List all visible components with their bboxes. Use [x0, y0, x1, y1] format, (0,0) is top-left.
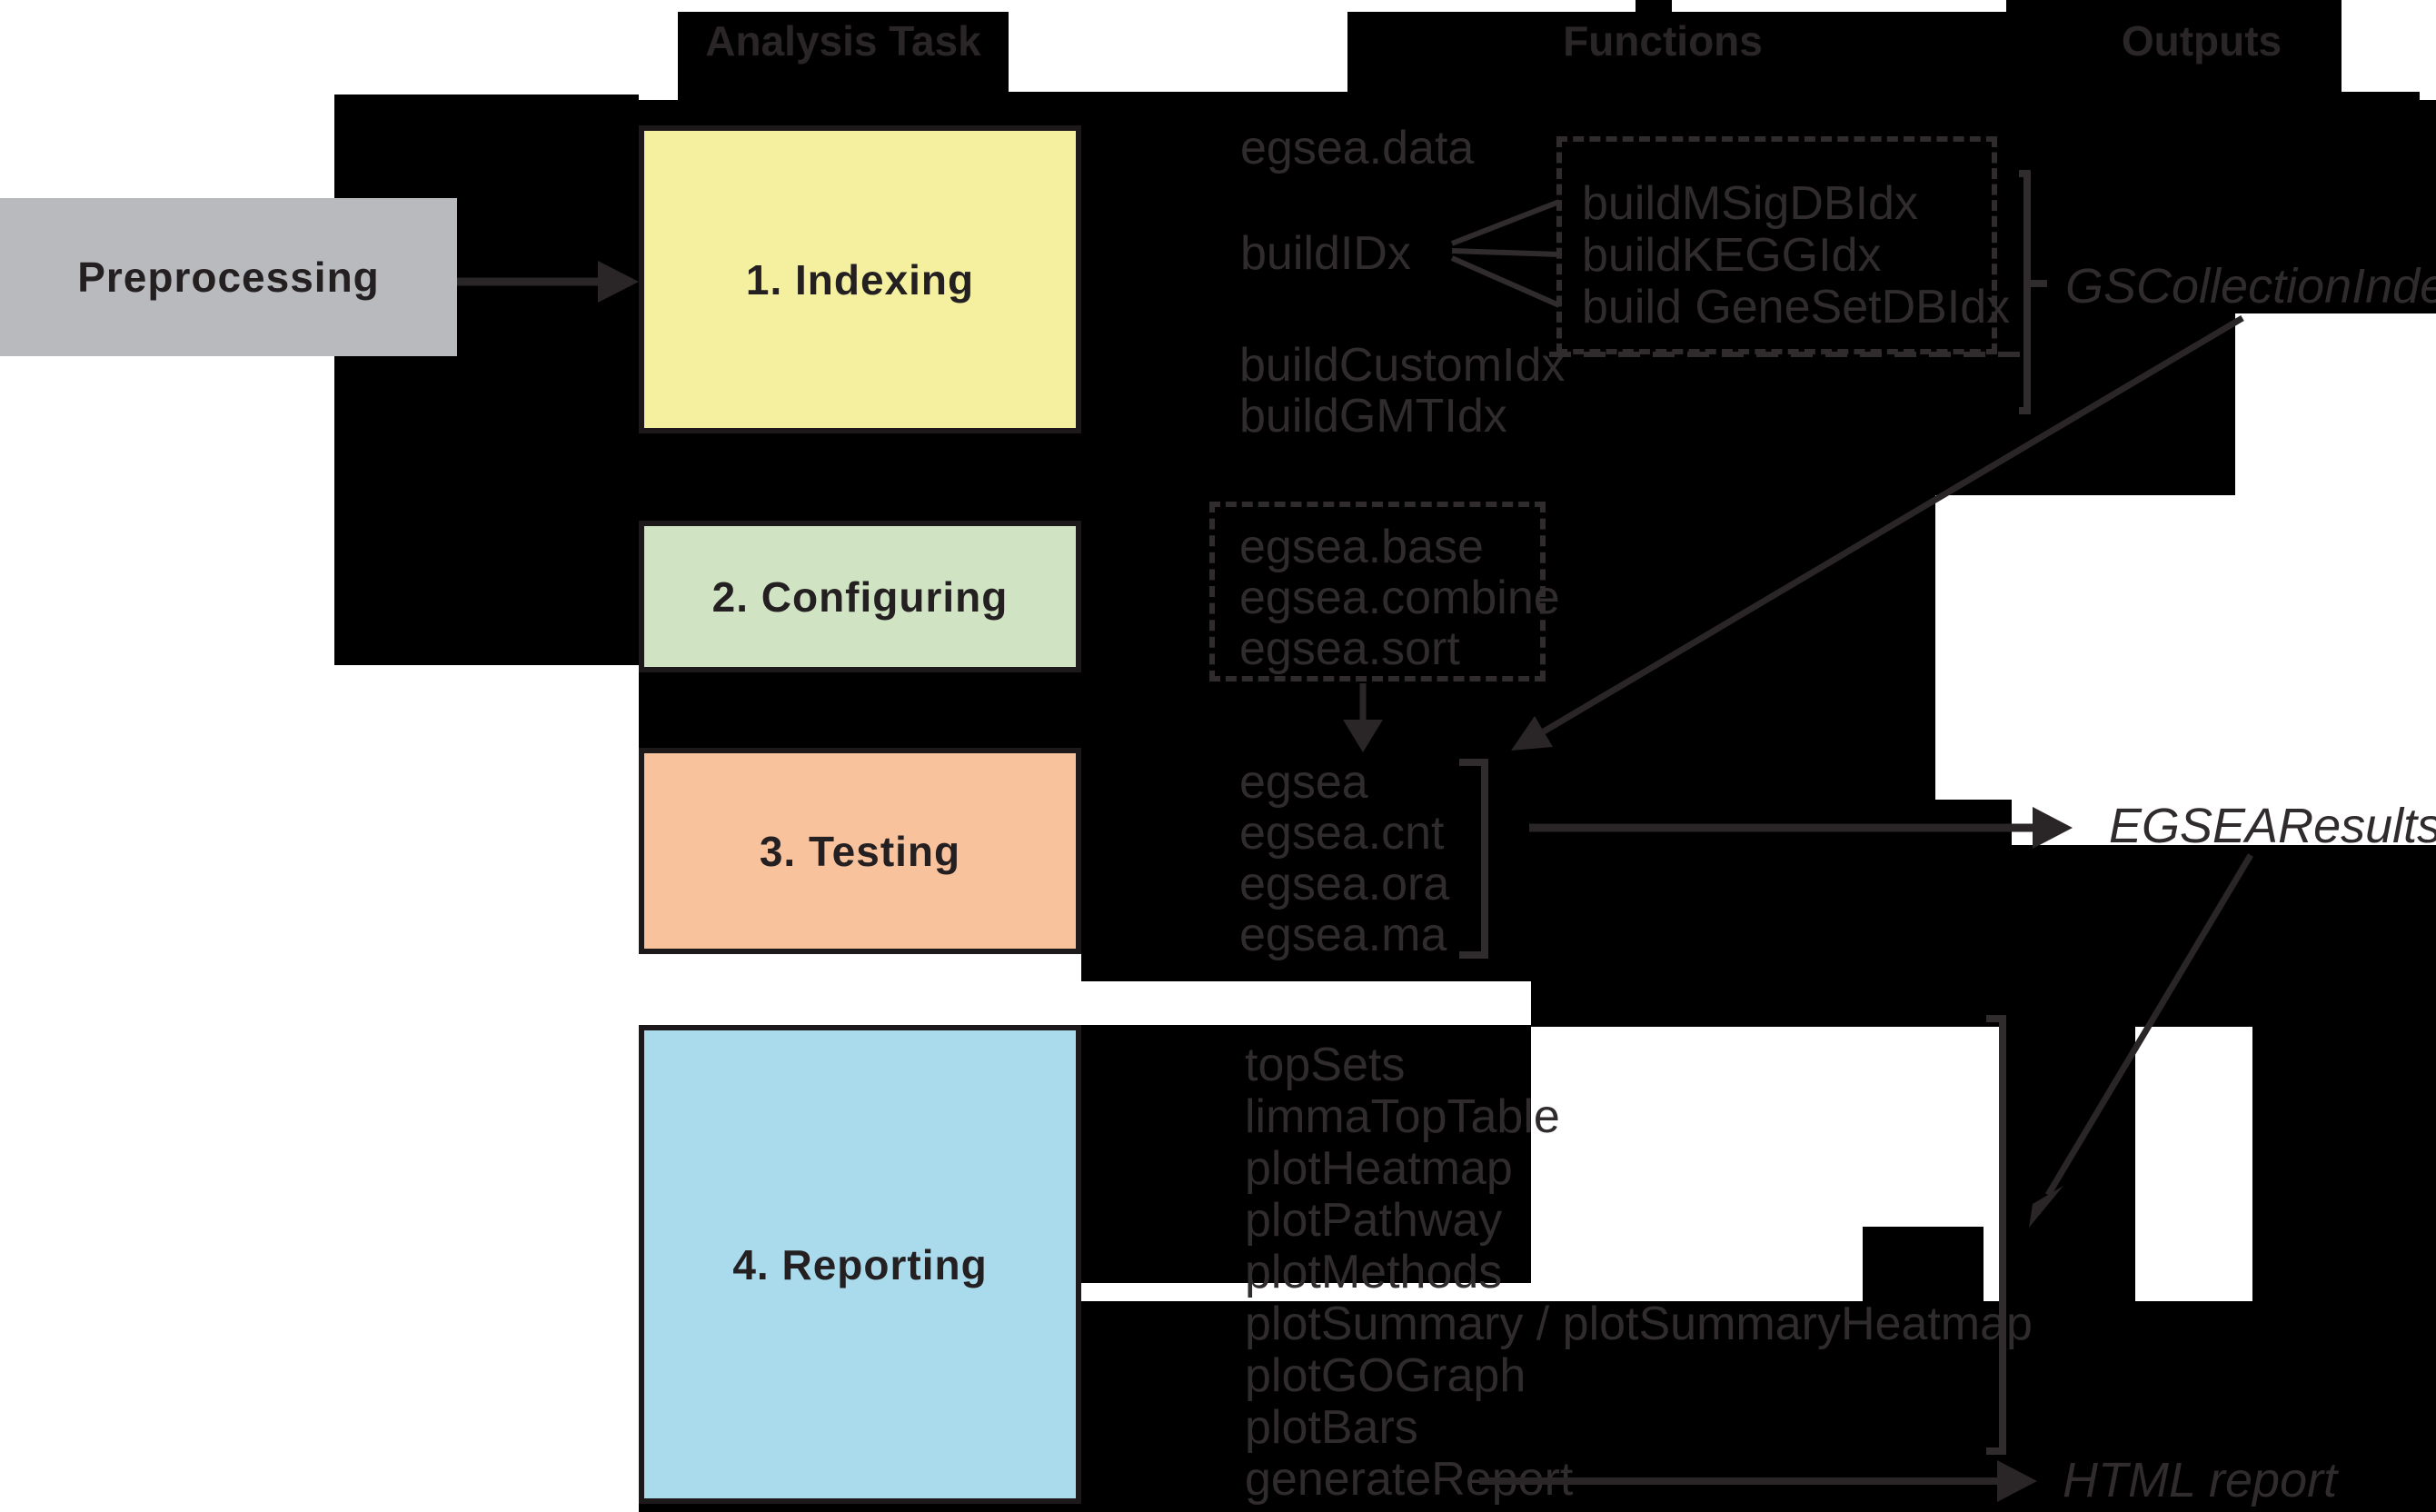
header-divider-line [678, 92, 2420, 100]
fn-buildgenesetdbidx: build GeneSetDBIdx [1582, 281, 2011, 333]
fn-plotbars: plotBars [1245, 1401, 1418, 1454]
fn-buildcustomidx: buildCustomIdx [1239, 339, 1566, 392]
fn-buildkeggidx: buildKEGGIdx [1582, 229, 1882, 282]
mask-functions-column-upper [1081, 100, 1531, 981]
fn-topsets: topSets [1245, 1039, 1406, 1091]
output-html-report: HTML report [2063, 1453, 2338, 1507]
task-box-testing: 3. Testing [639, 748, 1081, 954]
mask-functions-column-mid-lower [1531, 495, 1935, 800]
fn-generatereport: generateReport [1245, 1453, 1574, 1506]
fn-plotmethods: plotMethods [1245, 1246, 1503, 1298]
preprocessing-label: Preprocessing [77, 254, 380, 301]
header-bar-analysis-task-bg [678, 12, 1009, 100]
fn-egsea-ma: egsea.ma [1239, 909, 1447, 961]
mask-reporting-bracket-zone [2006, 1027, 2135, 1301]
task-label-configuring: 2. Configuring [711, 572, 1009, 621]
fn-buildgmtidx: buildGMTIdx [1239, 390, 1507, 443]
fn-buildmsigdbidx: buildMSigDBIdx [1582, 177, 1918, 230]
header-top-nub-left [1636, 0, 1672, 12]
preprocessing-box: Preprocessing [0, 198, 457, 356]
mask-outputs-diagonal-zone [2012, 313, 2235, 495]
fn-plotheatmap: plotHeatmap [1245, 1142, 1513, 1195]
fn-buildidx: buildIDx [1240, 227, 1411, 280]
column-header-analysis-task: Analysis Task [705, 17, 981, 65]
fn-egsea-cnt: egsea.cnt [1239, 807, 1445, 860]
mask-reporting-upper [1081, 1025, 1531, 1283]
column-header-functions: Functions [1563, 17, 1763, 65]
fn-plotgograph: plotGOGraph [1245, 1349, 1526, 1402]
task-box-indexing: 1. Indexing [639, 125, 1081, 433]
header-top-nub-right [2006, 0, 2342, 12]
fn-egsea-ora: egsea.ora [1239, 858, 1450, 910]
mask-outputs-column-upper [2012, 100, 2436, 313]
fn-plotpathway: plotPathway [1245, 1194, 1503, 1247]
mask-reporting-lower [1081, 1301, 2436, 1512]
fn-limmatoptable: limmaTopTable [1245, 1090, 1560, 1143]
header-bar-functions-outputs-bg [1347, 12, 2342, 100]
task-label-reporting: 4. Reporting [732, 1240, 988, 1288]
mask-testing-arrow-zone [1531, 800, 2012, 1027]
task-box-configuring: 2. Configuring [639, 521, 1081, 672]
output-gscollectionindex: GSCollectionIndex [2065, 259, 2436, 313]
fn-egsea-data: egsea.data [1240, 122, 1475, 174]
task-label-indexing: 1. Indexing [745, 255, 975, 303]
mask-plotsummary-notch [1863, 1227, 1984, 1301]
mask-reporting-right-column [2252, 1027, 2436, 1301]
mask-below-egsearesults [2012, 845, 2436, 1027]
mask-left-column [334, 94, 639, 665]
fn-plotsummary: plotSummary / plotSummaryHeatmap [1245, 1298, 2033, 1350]
task-label-testing: 3. Testing [759, 827, 961, 875]
task-box-reporting: 4. Reporting [639, 1025, 1081, 1504]
column-header-outputs: Outputs [2121, 17, 2282, 65]
fn-egsea-base: egsea.base [1239, 521, 1484, 573]
fn-egsea-sort: egsea.sort [1239, 622, 1460, 675]
fn-egsea-combine: egsea.combine [1239, 572, 1560, 624]
fn-egsea: egsea [1239, 756, 1368, 809]
output-egsearesults: EGSEAResults [2109, 799, 2436, 853]
